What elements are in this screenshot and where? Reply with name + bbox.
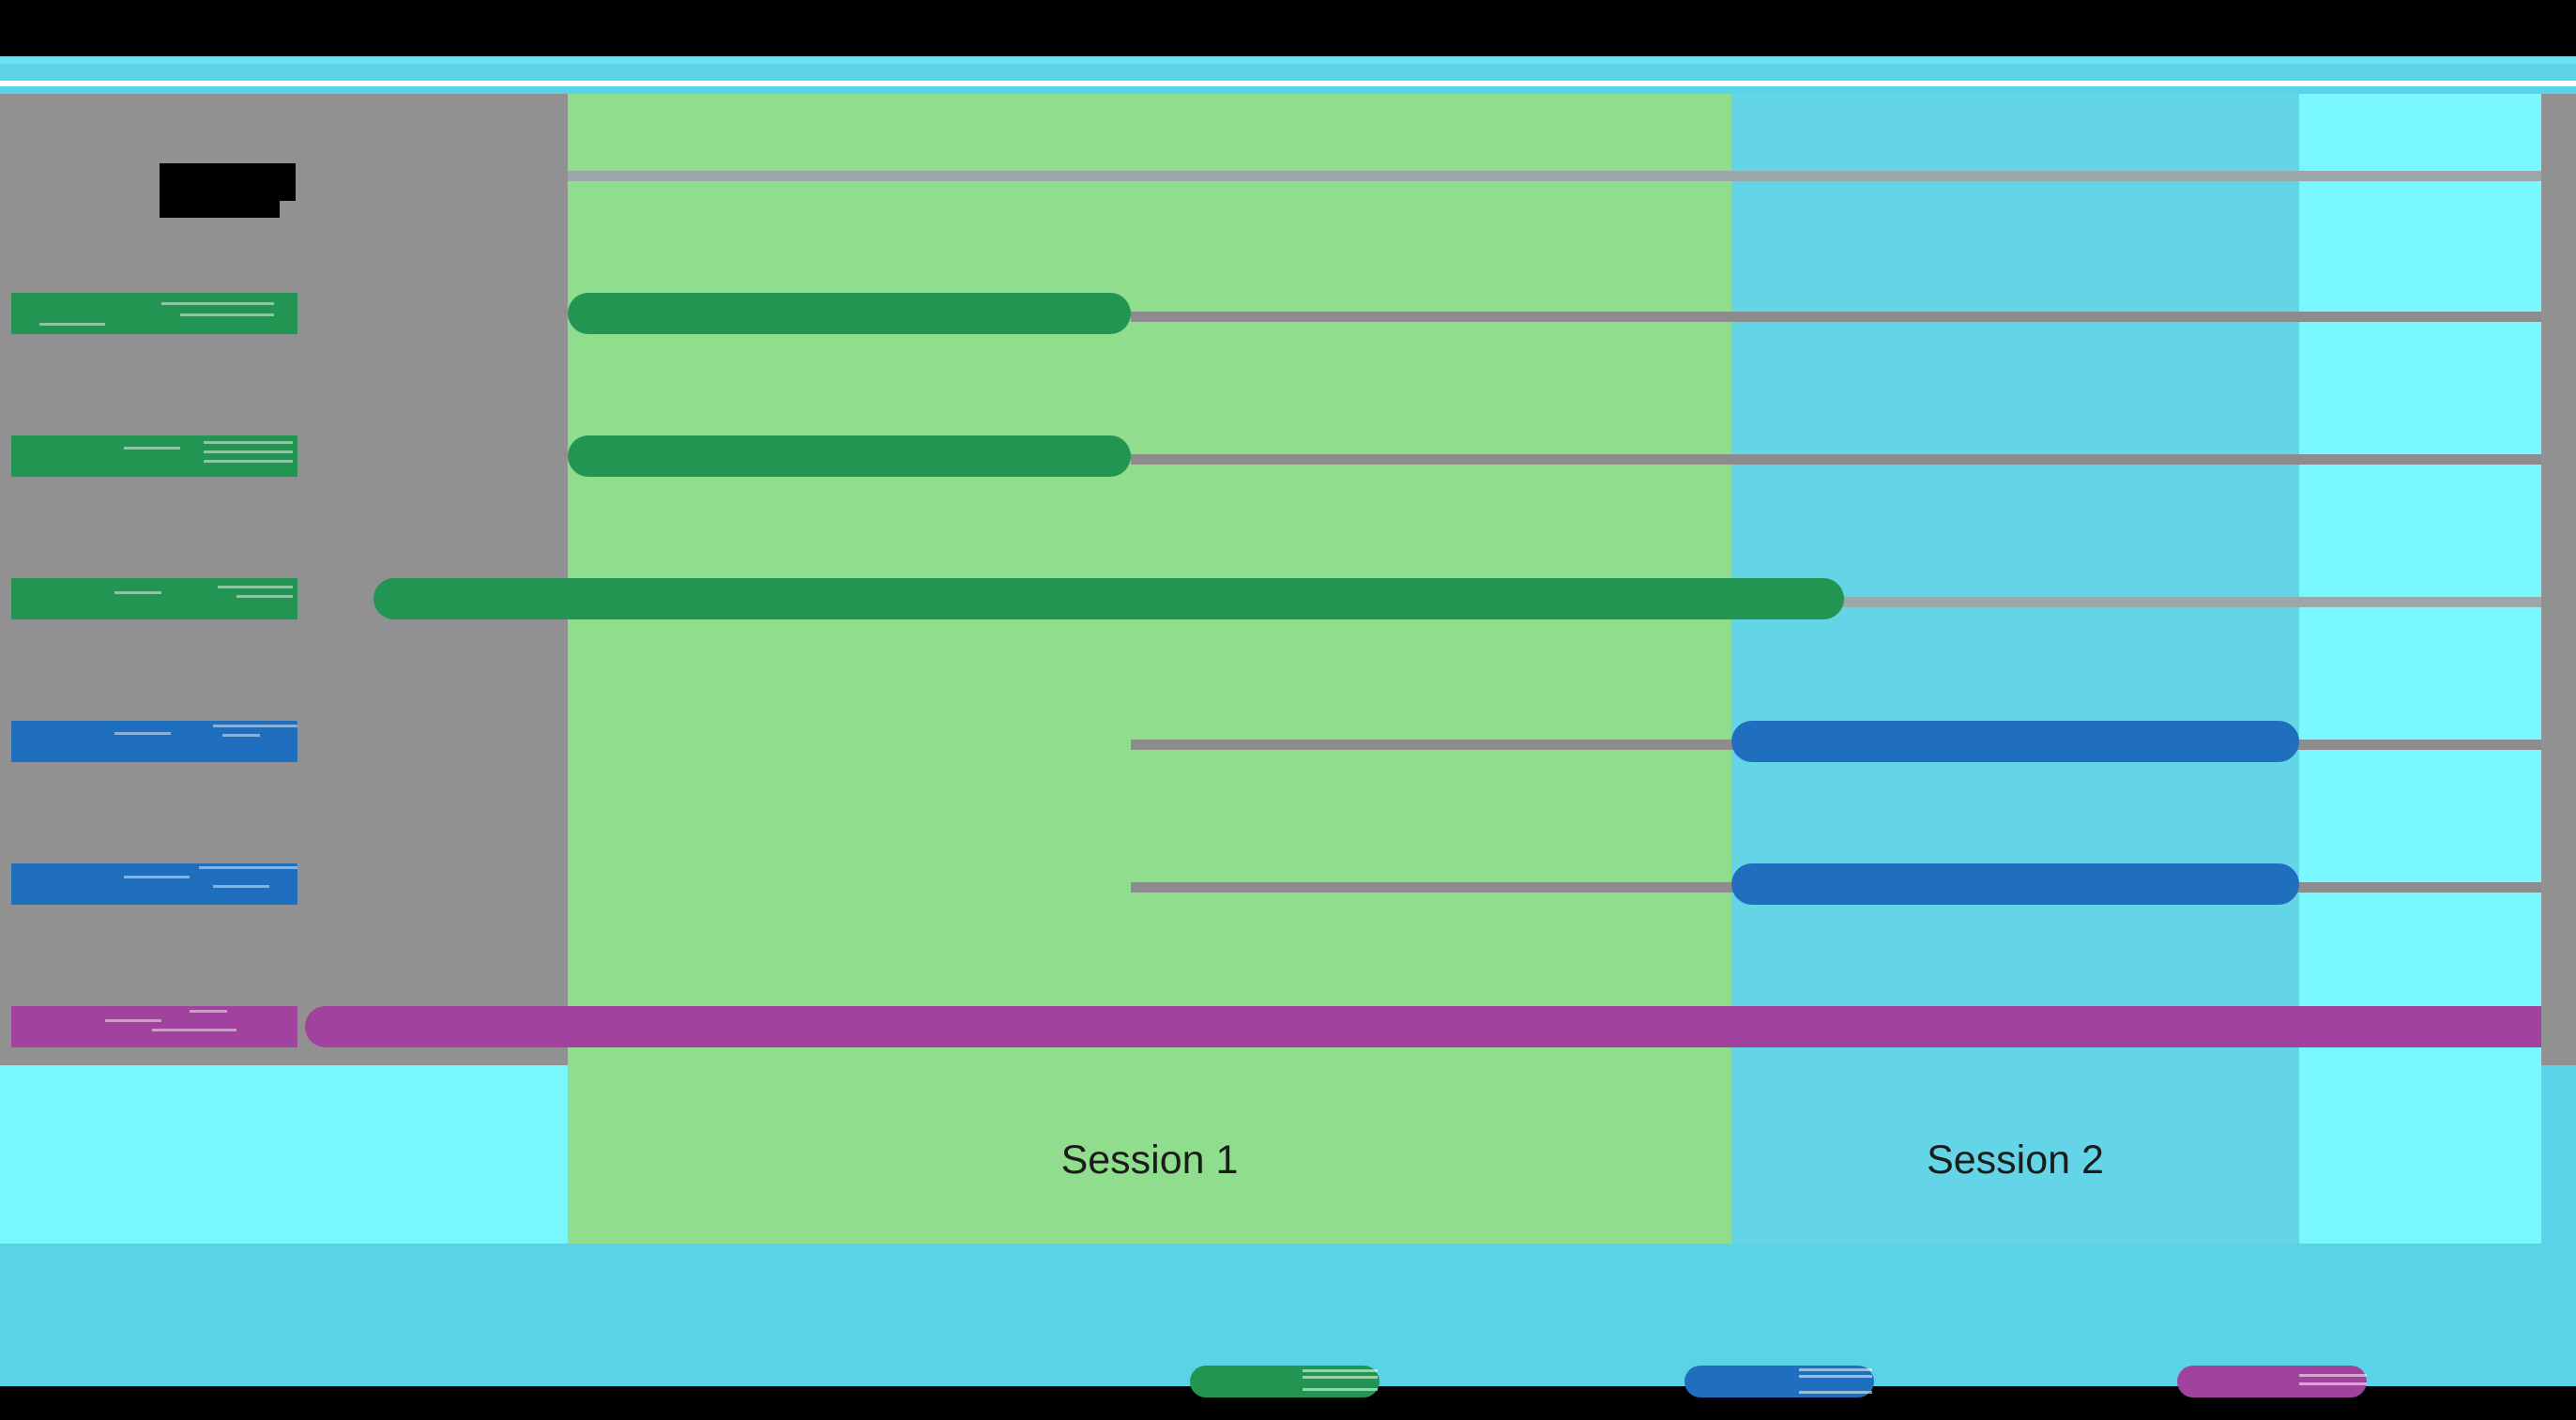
task-bar-2[interactable] [568, 435, 1131, 477]
redaction-overlay [1190, 1366, 1379, 1397]
redaction-overlay [11, 1006, 297, 1047]
row-track-2 [1131, 312, 2541, 322]
chart-title-redaction [160, 163, 296, 201]
redaction-overlay [2177, 1366, 2367, 1397]
task-bar-5[interactable] [1731, 863, 2299, 905]
y-axis-label-1 [11, 293, 297, 334]
plot-right-gutter [2541, 94, 2576, 1065]
legend-item-1[interactable] [1190, 1366, 1379, 1397]
caption-band-3 [2299, 1065, 2541, 1244]
legend [0, 1366, 2576, 1420]
redaction-overlay [11, 293, 297, 334]
plot-area [0, 94, 2541, 1065]
legend-item-2[interactable] [1684, 1366, 1874, 1397]
task-bar-1[interactable] [568, 293, 1131, 334]
figure-top-strip-white [0, 81, 2576, 86]
task-bar-4[interactable] [1731, 721, 2299, 762]
redaction-overlay [11, 863, 297, 905]
legend-item-3[interactable] [2177, 1366, 2367, 1397]
session-2-caption: Session 2 [1927, 1138, 2104, 1183]
figure-top-strip [0, 56, 2576, 64]
chart-title-redaction-2 [160, 197, 280, 218]
y-axis-label-5 [11, 863, 297, 905]
redaction-overlay [1684, 1366, 1874, 1397]
y-axis-label-3 [11, 578, 297, 619]
row-track-3 [1131, 454, 2541, 465]
redaction-overlay [11, 435, 297, 477]
session-1-caption: Session 1 [1060, 1138, 1239, 1183]
y-axis-label-6 [11, 1006, 297, 1047]
redaction-overlay [11, 578, 297, 619]
caption-band-session-1 [568, 1065, 1731, 1244]
row-track-1 [568, 171, 2541, 181]
redaction-overlay [11, 721, 297, 762]
task-bar-6[interactable] [305, 1006, 2541, 1047]
session-band-3 [2299, 94, 2541, 1065]
figure-canvas: Session 1 Session 2 [0, 56, 2576, 1397]
y-axis-label-2 [11, 435, 297, 477]
caption-band-session-2 [1731, 1065, 2299, 1244]
task-bar-3[interactable] [373, 578, 1844, 619]
y-axis-label-4 [11, 721, 297, 762]
